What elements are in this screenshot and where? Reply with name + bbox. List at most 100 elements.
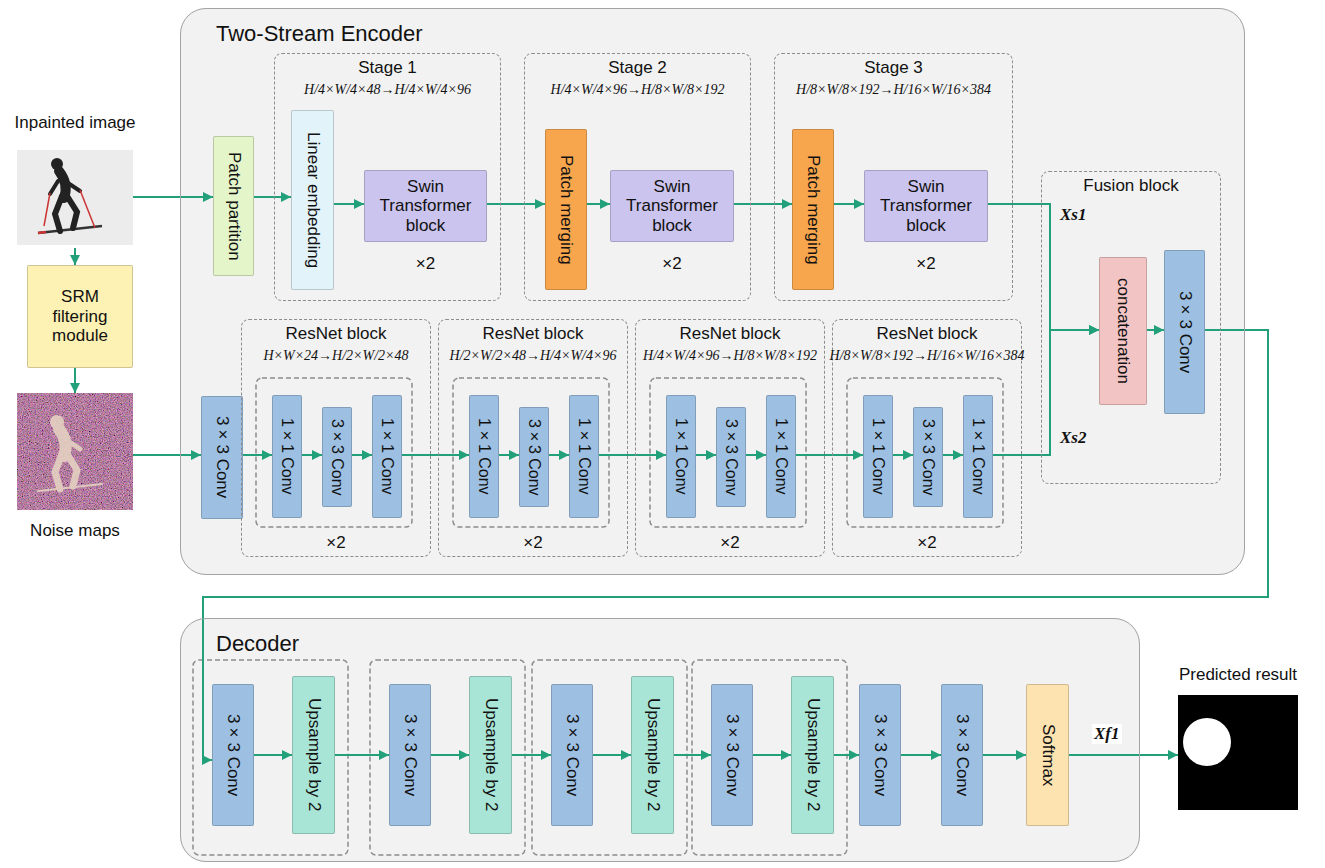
node-label: ResNet block — [876, 324, 977, 344]
process-box: Upsample by 2 — [292, 676, 335, 834]
node-label: 3×3 Conv — [213, 416, 232, 498]
node-label: ResNet block — [285, 324, 386, 344]
process-box: 3×3 Conv — [201, 396, 243, 519]
node-label: Decoder — [181, 619, 1139, 657]
flow-arrow — [587, 203, 610, 205]
process-box: 3×3 Conv — [913, 407, 943, 507]
dashed-frame — [650, 378, 806, 527]
dashed-group: ResNet blockH/4×W/4×96→H/8×W/8×192×21×1 … — [635, 319, 825, 557]
edge-label: Xs1 — [1058, 205, 1088, 225]
dashed-frame — [193, 660, 348, 855]
node-label: Stage 2 — [608, 58, 667, 78]
node-label: 3×3 Conv — [723, 714, 742, 796]
block-shape: Swin Transformer block — [610, 170, 734, 242]
process-box: 1×1 Conv — [963, 395, 993, 518]
dashed-frame — [532, 660, 687, 855]
image-node: Noise maps — [17, 393, 133, 541]
flow-arrow — [983, 754, 1026, 756]
flow-arrow — [487, 203, 545, 205]
process-box: Upsample by 2 — [791, 676, 834, 834]
node-label: H/8×W/8×192→H/16×W/16×384 — [796, 82, 991, 98]
process-box: 1×1 Conv — [272, 395, 302, 518]
process-box: 3×3 Conv — [322, 407, 352, 507]
process-box: 1×1 Conv — [569, 395, 599, 518]
flow-arrow — [696, 454, 716, 456]
panel-region: Two-Stream EncoderPatch partition Stage 1… — [180, 8, 1245, 575]
dashed-frame — [692, 660, 847, 855]
node-label: ×2 — [610, 254, 734, 274]
node-label: ×2 — [917, 533, 936, 553]
node-label: Patch merging — [804, 155, 823, 265]
node-label: 3×3 Conv — [919, 419, 937, 496]
node-label: 1×1 Conv — [969, 418, 987, 495]
flow-arrow — [549, 454, 569, 456]
process-box: 1×1 Conv — [469, 395, 499, 518]
process-box: Upsample by 2 — [631, 676, 674, 834]
flow-arrow — [599, 454, 666, 456]
process-box: 1×1 Conv — [863, 395, 893, 518]
process-box: 1×1 Conv — [666, 395, 696, 518]
node-label: H/2×W/2×48→H/4×W/4×96 — [450, 348, 617, 364]
flow-arrow — [499, 454, 519, 456]
process-box: 3×3 Conv — [711, 684, 753, 826]
node-label: Swin Transformer block — [369, 177, 482, 236]
flow-arrow — [834, 203, 864, 205]
node-label: Linear embedding — [303, 132, 322, 268]
node-label: Two-Stream Encoder — [181, 9, 1244, 47]
predicted-mask-picture — [1178, 695, 1298, 810]
node-label: 3×3 Conv — [401, 714, 420, 796]
process-box: Patch merging — [545, 129, 587, 290]
process-box: SRM filtering module — [27, 265, 133, 368]
node-label: H/8×W/8×192→H/16×W/16×384 — [830, 348, 1025, 364]
node-label: 1×1 Conv — [869, 418, 887, 495]
node-label: H×W×24→H/2×W/2×48 — [263, 348, 408, 364]
edge-label: Xs2 — [1058, 428, 1088, 448]
node-label: Patch partition — [224, 152, 243, 261]
node-label: Noise maps — [30, 521, 120, 541]
dashed-group: ResNet blockH/2×W/2×48→H/4×W/4×96×21×1 C… — [438, 319, 628, 557]
node-label: 3×3 Conv — [1175, 291, 1194, 373]
dashed-group: Stage 1H/4×W/4×48→H/4×W/4×96Linear embed… — [274, 53, 501, 301]
process-box: Upsample by 2 — [469, 676, 512, 834]
process-box: concatenation — [1099, 257, 1147, 405]
dashed-group: Stage 2H/4×W/4×96→H/8×W/8×192Patch mergi… — [524, 53, 751, 301]
process-box: 3×3 Conv — [716, 407, 746, 507]
process-box: 1×1 Conv — [766, 395, 796, 518]
node-label: Stage 3 — [864, 58, 923, 78]
transformer-block: Swin Transformer block ×2 — [364, 170, 487, 282]
edge-label: Xf1 — [1092, 724, 1122, 744]
node-label: 3×3 Conv — [328, 419, 346, 496]
process-box: 1×1 Conv — [372, 395, 402, 518]
node-label: ×2 — [523, 533, 542, 553]
flow-arrow — [796, 454, 863, 456]
flow-arrow — [334, 203, 364, 205]
node-label: ×2 — [864, 254, 988, 274]
node-label: Swin Transformer block — [869, 177, 983, 236]
process-box: Patch merging — [792, 129, 834, 290]
flow-arrow — [734, 203, 792, 205]
process-box: 3×3 Conv — [212, 684, 254, 826]
node-label: Predicted result — [1179, 665, 1297, 685]
node-label: ResNet block — [679, 324, 780, 344]
flow-arrow — [1147, 329, 1164, 331]
node-label: 1×1 Conv — [278, 418, 296, 495]
dashed-frame — [847, 378, 1003, 527]
process-box: Linear embedding — [291, 110, 334, 290]
flow-arrow — [254, 754, 292, 756]
transformer-block: Swin Transformer block ×2 — [610, 170, 734, 282]
flow-arrow — [243, 454, 272, 456]
dashed-frame — [453, 378, 609, 527]
flow-arrow — [834, 754, 859, 756]
node-label: Upsample by 2 — [304, 698, 323, 811]
flow-arrow — [335, 754, 389, 756]
flow-arrow — [352, 454, 372, 456]
node-label: 1×1 Conv — [772, 418, 790, 495]
flow-arrow — [901, 754, 941, 756]
dashed-group: Stage 3 H/8×W/8×192→H/16×W/16×384Patch me… — [774, 53, 1013, 301]
node-label: ×2 — [364, 254, 487, 274]
flow-arrow — [254, 196, 291, 198]
noise-map-picture — [17, 393, 133, 510]
process-box: 3×3 Conv — [859, 684, 901, 826]
node-label: 3×3 Conv — [563, 714, 582, 796]
node-label: ×2 — [720, 533, 739, 553]
